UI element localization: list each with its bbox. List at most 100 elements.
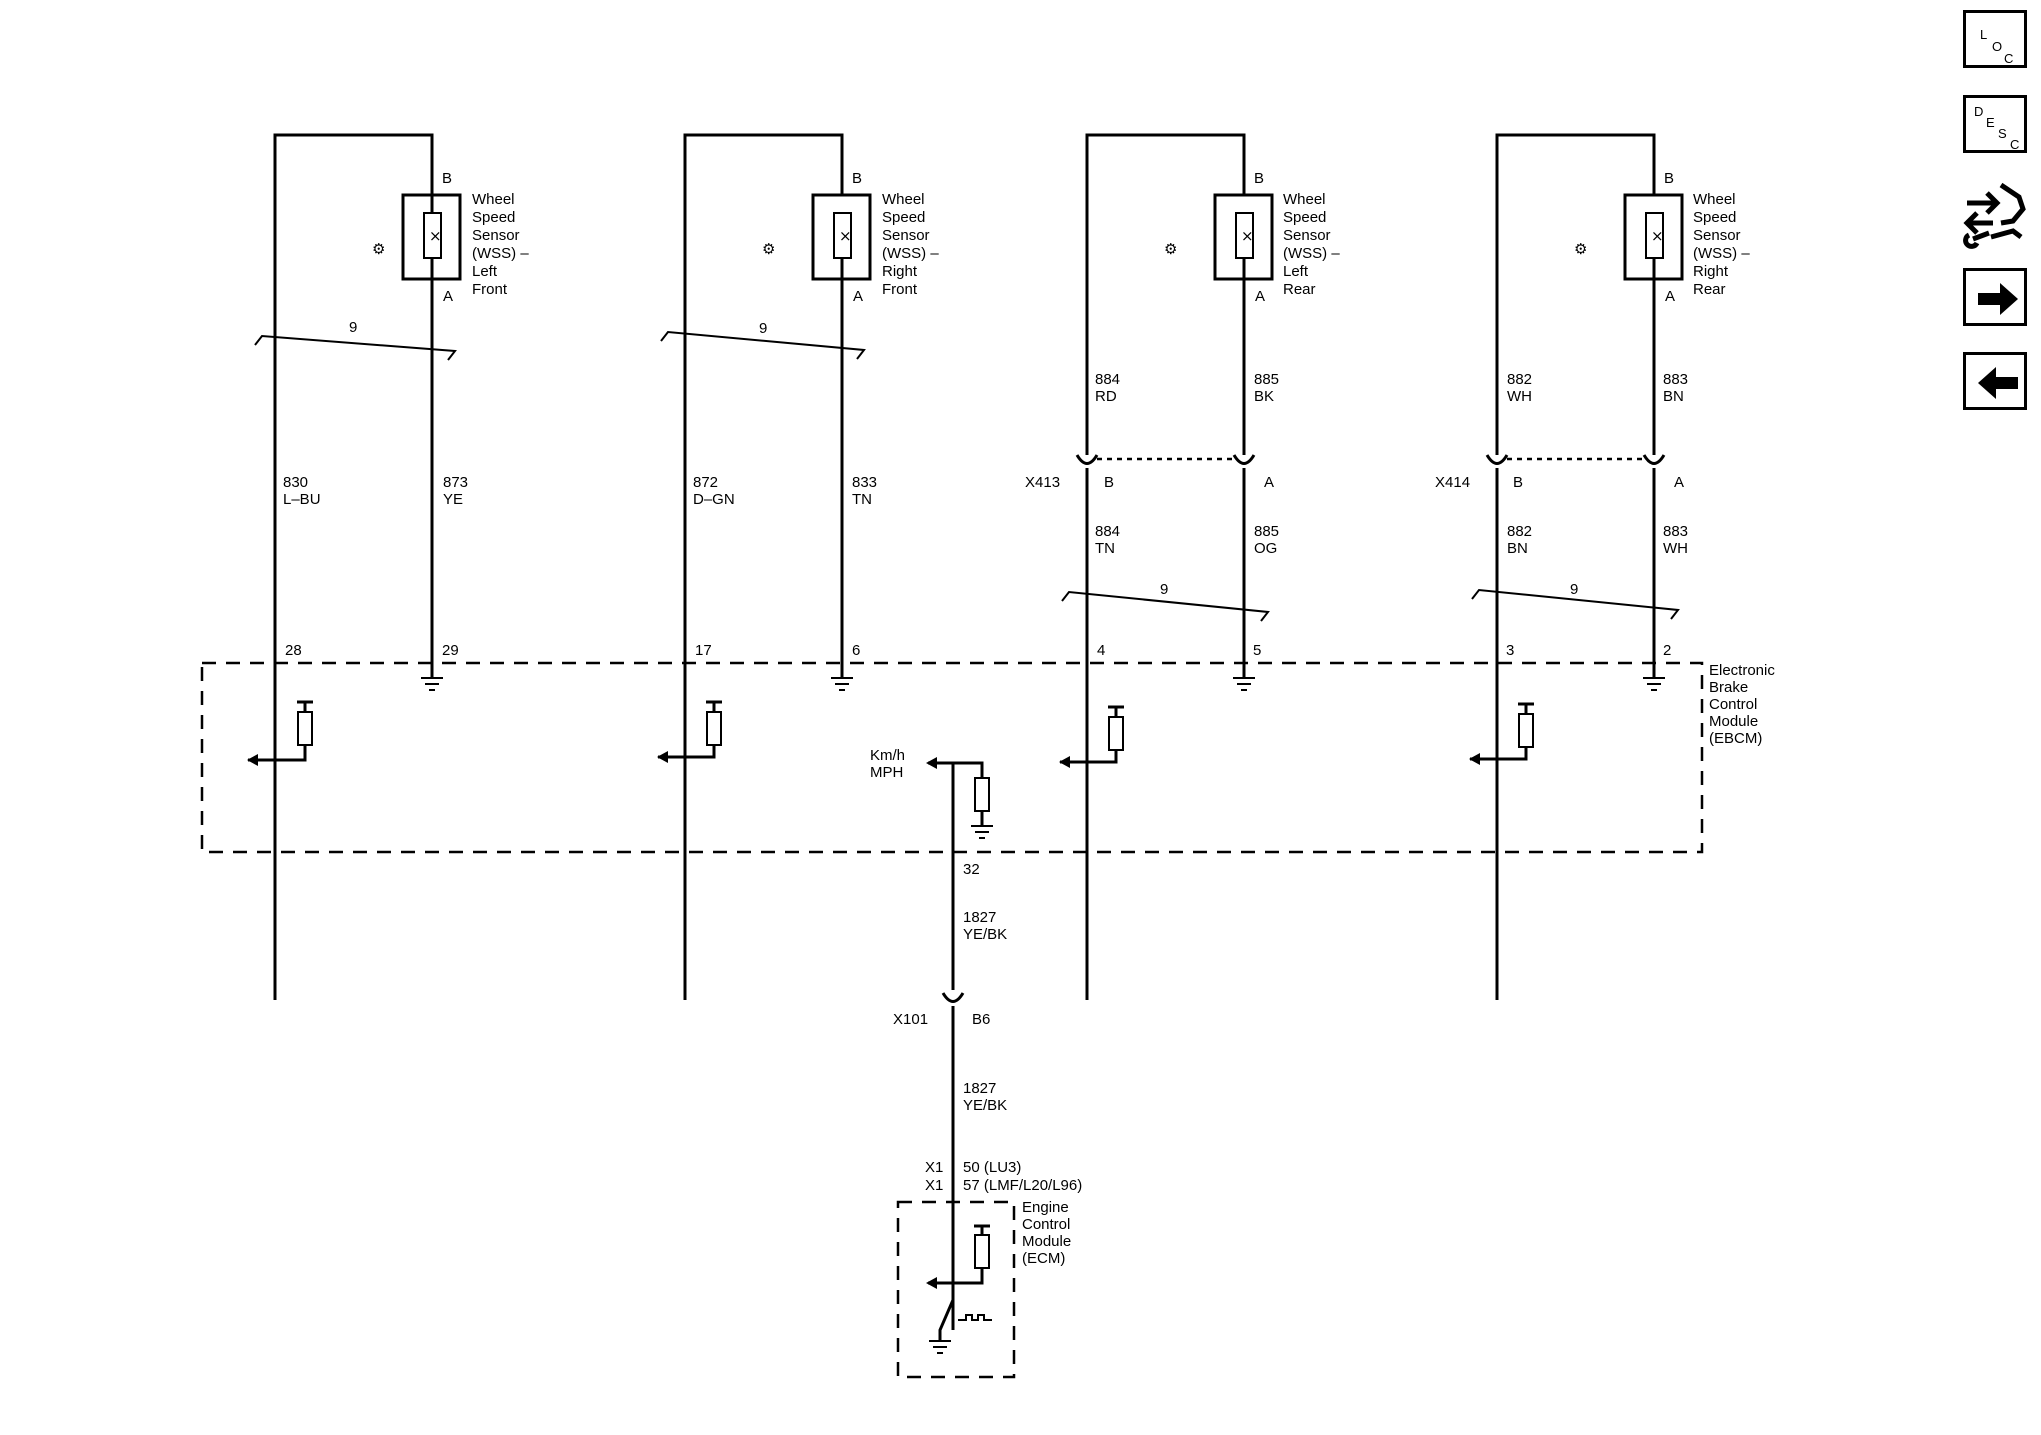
ground-symbol: [831, 677, 853, 691]
ecm-module: Engine Control Module (ECM): [896, 1199, 1071, 1379]
wire-color: BN: [1507, 540, 1528, 557]
sensor-label: Speed: [472, 209, 515, 226]
connector-pin: 50 (LU3): [963, 1159, 1021, 1176]
sensor-right-front: ⨯ ⚙ B A Wheel Speed Sensor (WSS) – Right…: [657, 133, 939, 1000]
pin-a-label: A: [1665, 288, 1675, 305]
twisted-pair-count: 9: [1570, 581, 1578, 598]
circuit-number: 883: [1663, 371, 1688, 388]
input-arrow: [1469, 753, 1480, 765]
circuit-number: 833: [852, 474, 877, 491]
loc-letter: C: [2004, 51, 2013, 66]
wire-color: BK: [1254, 388, 1274, 405]
circuit-number: 885: [1254, 523, 1279, 540]
pulse-signal-icon: [958, 1314, 992, 1321]
module-label: Electronic: [1709, 662, 1775, 679]
output-arrow: [926, 757, 937, 769]
pin-b-label: B: [1254, 170, 1264, 187]
location-button[interactable]: L O C: [1963, 10, 2027, 68]
connector-name: X1: [925, 1159, 943, 1176]
desc-letter: S: [1998, 126, 2007, 141]
wire-color: YE: [443, 491, 463, 508]
input-arrow: [926, 1277, 937, 1289]
previous-button[interactable]: [1963, 352, 2027, 410]
connector-pin: B6: [972, 1011, 990, 1028]
module-label: (ECM): [1022, 1250, 1065, 1267]
input-arrow: [1059, 756, 1070, 768]
connector-name: X414: [1435, 474, 1470, 491]
vehicle-speed-circuit: 1827 YE/BK X101 B6 1827 YE/BK X1 50 (LU3…: [893, 763, 1082, 1330]
desc-letter: C: [2010, 137, 2019, 152]
input-arrow: [657, 751, 668, 763]
connector-wrench-icon: [1963, 182, 2026, 249]
wire-color: D–GN: [693, 491, 735, 508]
circuit-number: 885: [1254, 371, 1279, 388]
connector-pin: A: [1264, 474, 1274, 491]
sensor-left-front: ⨯ ⚙ B A Wheel Speed Sensor (WSS) – Left …: [247, 133, 529, 1000]
sensor-label: Sensor: [1693, 227, 1741, 244]
ground-symbol: [1643, 677, 1665, 691]
connector-wrench-button[interactable]: [1963, 175, 2027, 251]
sensor-label: Front: [882, 281, 918, 298]
description-button[interactable]: D E S C: [1963, 95, 2027, 153]
ground-symbol: [971, 825, 993, 839]
twisted-pair-count: 9: [1160, 581, 1168, 598]
sensor-element-glyph: ⨯: [1241, 228, 1254, 245]
circuit-number: 1827: [963, 1080, 996, 1097]
connector-name: X1: [925, 1177, 943, 1194]
sensor-label: Rear: [1693, 281, 1726, 298]
connector-name: X413: [1025, 474, 1060, 491]
speed-unit-label: Km/h: [870, 747, 905, 764]
speed-unit-label: MPH: [870, 764, 903, 781]
pin-b-label: B: [442, 170, 452, 187]
module-label: Module: [1022, 1233, 1071, 1250]
sensor-element-glyph: ⨯: [429, 228, 442, 245]
pin-a-label: A: [853, 288, 863, 305]
connector-pin: A: [1674, 474, 1684, 491]
ground-symbol: [929, 1340, 951, 1354]
wire-color: RD: [1095, 388, 1117, 405]
sensor-label: Right: [1693, 263, 1729, 280]
sensor-label: (WSS) –: [472, 245, 529, 262]
sensor-left-rear: ⨯ ⚙ B A Wheel Speed Sensor (WSS) – Left …: [1025, 133, 1340, 1000]
gear-icon: ⚙: [1574, 241, 1587, 258]
sensor-element-glyph: ⨯: [839, 228, 852, 245]
sensor-label: Left: [1283, 263, 1309, 280]
sensor-label: (WSS) –: [882, 245, 939, 262]
ground-symbol: [421, 677, 443, 691]
module-label: Control: [1022, 1216, 1070, 1233]
wiring-diagram: ⨯ ⚙ B A Wheel Speed Sensor (WSS) – Left …: [200, 133, 1775, 1379]
terminal-pin: 4: [1097, 642, 1105, 659]
ground-symbol: [1233, 677, 1255, 691]
sensor-label: Sensor: [1283, 227, 1331, 244]
circuit-number: 882: [1507, 523, 1532, 540]
circuit-number: 873: [443, 474, 468, 491]
module-label: Brake: [1709, 679, 1748, 696]
circuit-number: 872: [693, 474, 718, 491]
wire-color: BN: [1663, 388, 1684, 405]
wire-color: TN: [852, 491, 872, 508]
sensor-label: Right: [882, 263, 918, 280]
module-label: (EBCM): [1709, 730, 1762, 747]
terminal-pin: 28: [285, 642, 302, 659]
sensor-label: Wheel: [1283, 191, 1326, 208]
sensor-label: Sensor: [472, 227, 520, 244]
next-button[interactable]: [1963, 268, 2027, 326]
circuit-number: 882: [1507, 371, 1532, 388]
connector-pin: B: [1104, 474, 1114, 491]
desc-letter: D: [1974, 104, 1983, 119]
sensor-label: Speed: [1283, 209, 1326, 226]
sensor-label: (WSS) –: [1693, 245, 1750, 262]
wire-color: YE/BK: [963, 1097, 1007, 1114]
circuit-number: 884: [1095, 523, 1120, 540]
ebcm-module: Electronic Brake Control Module (EBCM) K…: [200, 661, 1775, 878]
circuit-number: 1827: [963, 909, 996, 926]
wire-color: YE/BK: [963, 926, 1007, 943]
sensor-label: (WSS) –: [1283, 245, 1340, 262]
arrow-right-icon: [1978, 283, 2018, 315]
connector-name: X101: [893, 1011, 928, 1028]
pin-b-label: B: [852, 170, 862, 187]
twisted-pair-count: 9: [349, 319, 357, 336]
terminal-pin: 32: [963, 861, 980, 878]
wire-color: OG: [1254, 540, 1277, 557]
wire-color: L–BU: [283, 491, 321, 508]
